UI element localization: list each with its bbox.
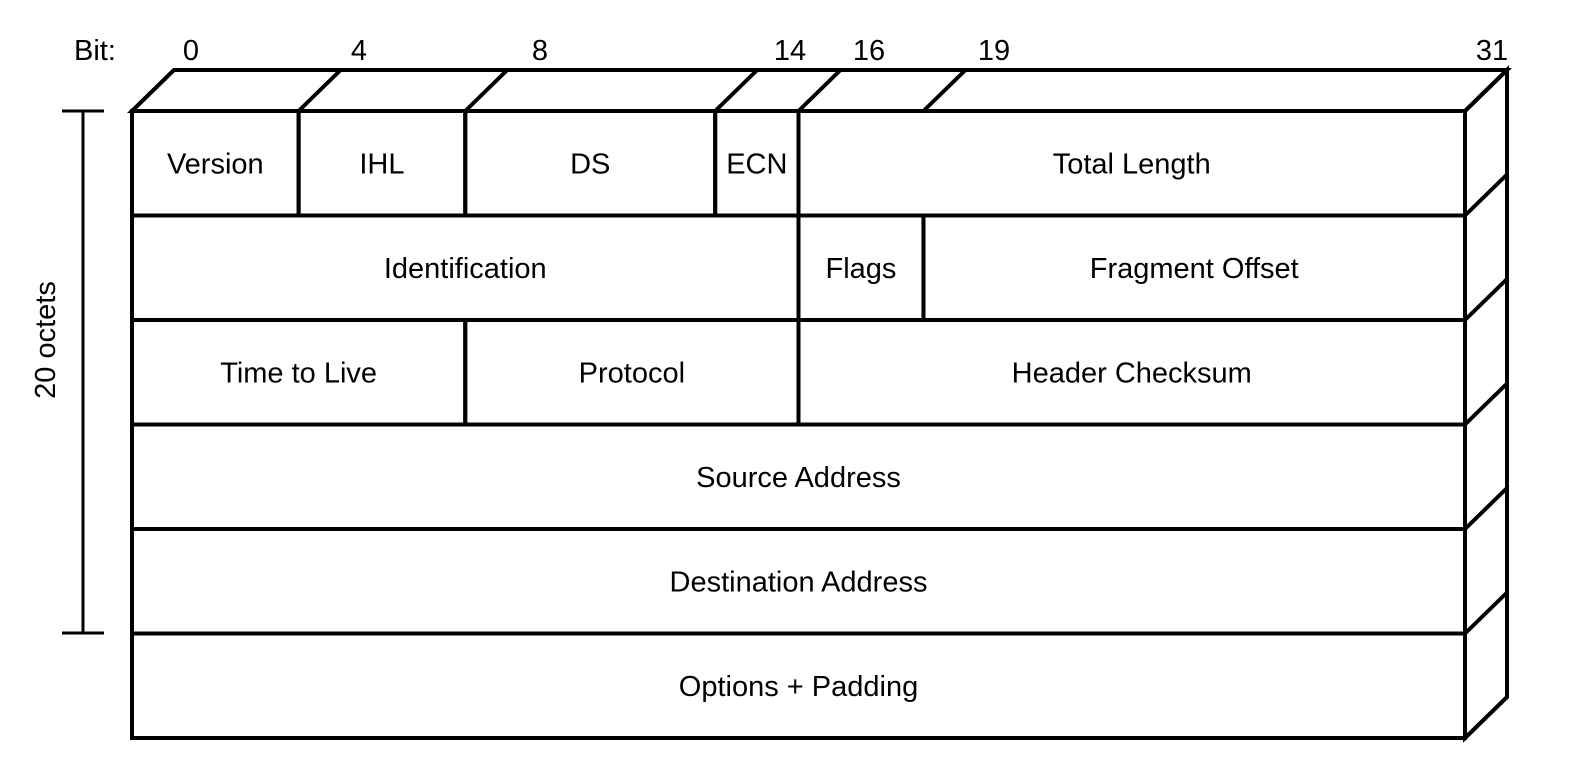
field-label: Identification (384, 253, 547, 285)
field-fragment-offset: Fragment Offset (921, 213, 1467, 322)
top-divider (463, 68, 509, 113)
top-divider (797, 68, 842, 113)
field-label: Protocol (579, 357, 685, 389)
box-front-face: Version IHL DS ECN Total LengthIdentificatio… (130, 65, 1509, 743)
field-label: IHL (359, 148, 404, 180)
side-divider (1463, 382, 1509, 426)
bit-mark-19: 19 (978, 35, 1010, 67)
side-divider (1463, 277, 1509, 322)
field-label: Source Address (696, 462, 901, 494)
field-label: Fragment Offset (1090, 253, 1299, 285)
field-label: Version (167, 148, 264, 180)
side-divider (1463, 591, 1509, 635)
field-flags: Flags (796, 213, 926, 322)
bit-mark-8: 8 (532, 35, 548, 67)
field-protocol: Protocol (463, 318, 801, 427)
side-divider (1463, 173, 1509, 217)
field-header-checksum: Header Checksum (796, 318, 1467, 427)
field-ihl: IHL (296, 109, 468, 218)
bit-axis-prefix: Bit: (74, 35, 116, 67)
field-total-length: Total Length (796, 109, 1467, 218)
field-destination-address: Destination Address (130, 527, 1467, 636)
field-label: Options + Padding (679, 671, 918, 703)
field-label: Time to Live (220, 357, 377, 389)
field-ecn: ECN (713, 109, 801, 218)
top-divider (922, 68, 967, 113)
side-outline (1463, 65, 1509, 743)
bit-mark-14: 14 (774, 35, 806, 67)
top-divider (297, 68, 343, 113)
bit-mark-31: 31 (1476, 35, 1508, 67)
field-time-to-live: Time to Live (130, 318, 468, 427)
field-label: Header Checksum (1012, 357, 1252, 389)
bit-axis: Bit: 0 4 8 14 16 19 31 (74, 35, 1508, 67)
field-label: Flags (826, 253, 897, 285)
field-ds: DS (463, 109, 718, 218)
field-label: DS (570, 148, 610, 180)
field-source-address: Source Address (130, 422, 1467, 531)
top-divider (713, 68, 759, 113)
field-version: Version (130, 109, 301, 218)
bracket-label: 20 octets (30, 281, 62, 399)
field-options-padding: Options + Padding (130, 631, 1467, 740)
bit-mark-4: 4 (351, 35, 367, 67)
octet-bracket: 20 octets (30, 109, 104, 635)
field-label: ECN (726, 148, 787, 180)
bit-mark-16: 16 (853, 35, 885, 67)
bit-mark-0: 0 (183, 35, 199, 67)
field-label: Total Length (1053, 148, 1211, 180)
field-identification: Identification (130, 213, 801, 322)
box-side-face (1463, 65, 1509, 743)
side-divider (1463, 486, 1509, 531)
box-top-face (127, 68, 1512, 113)
field-label: Destination Address (670, 566, 928, 598)
